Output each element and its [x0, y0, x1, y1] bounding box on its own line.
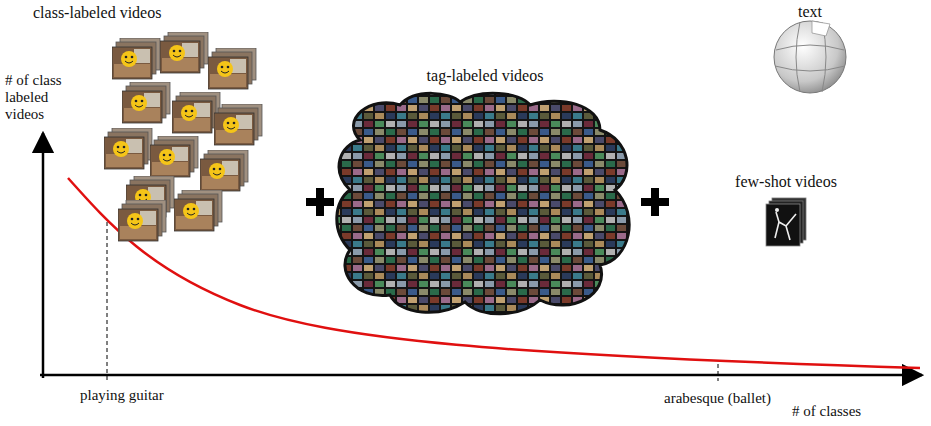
source-group: text [760, 2, 860, 96]
ballet-thumbnails [766, 198, 806, 246]
source-group: few-shot videos [700, 172, 872, 250]
axis-label: # of class labeled videos [5, 72, 73, 123]
dashed-marker [718, 364, 719, 381]
plus-sign [641, 188, 669, 216]
group-heading: tag-labeled videos [340, 66, 630, 85]
class-example: playing guitar [80, 387, 164, 404]
video-thumbnails [104, 32, 262, 241]
wiki-globe [774, 21, 846, 93]
axis-label: # of classes [792, 403, 861, 420]
video-cloud [337, 93, 629, 314]
group-heading: few-shot videos [700, 172, 872, 191]
group-heading: text [760, 2, 860, 21]
class-example: arabesque (ballet) [664, 390, 771, 407]
source-group: tag-labeled videos [340, 66, 630, 316]
group-heading: class-labeled videos [33, 3, 268, 22]
source-group: class-labeled videos [33, 3, 268, 245]
y-axis [42, 133, 45, 378]
x-axis [40, 374, 922, 377]
plus-sign [306, 188, 334, 216]
dashed-marker [107, 222, 108, 381]
